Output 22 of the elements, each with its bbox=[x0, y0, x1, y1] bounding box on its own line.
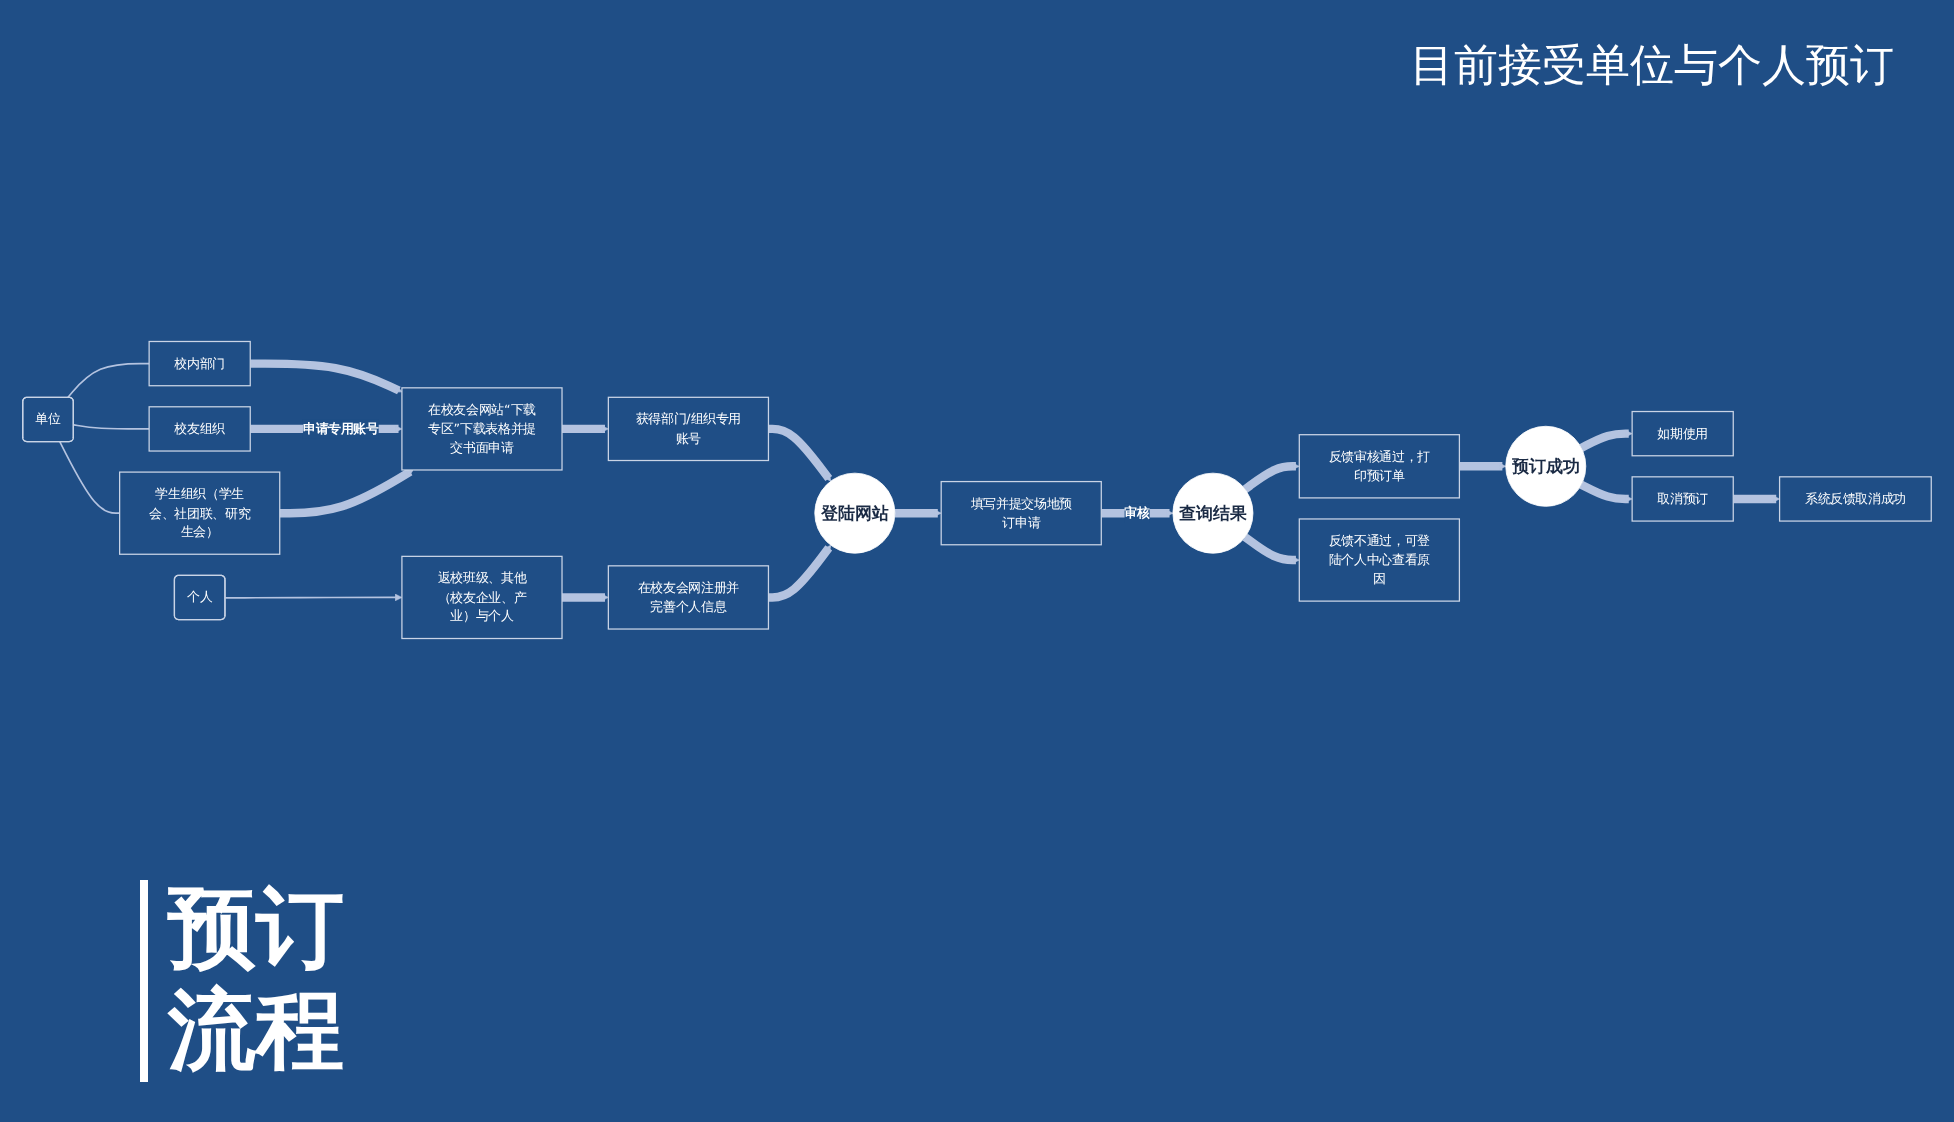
arrow bbox=[250, 359, 403, 395]
arrow bbox=[561, 424, 609, 434]
arrow bbox=[224, 593, 403, 602]
connector bbox=[59, 441, 121, 514]
arrow bbox=[1242, 533, 1300, 565]
arrow bbox=[768, 544, 833, 602]
node-circle: 登陆网站 bbox=[814, 472, 896, 554]
arrow bbox=[1579, 480, 1633, 504]
arrow bbox=[1579, 429, 1633, 452]
arrow bbox=[279, 468, 414, 518]
arrow bbox=[894, 508, 942, 518]
title: 预订流程 bbox=[140, 880, 368, 1083]
connector bbox=[66, 362, 150, 399]
arrow bbox=[1732, 494, 1780, 504]
node-circle: 查询结果 bbox=[1172, 472, 1254, 554]
arrow bbox=[768, 424, 833, 482]
arrow bbox=[561, 593, 609, 602]
arrow bbox=[1459, 462, 1507, 471]
arrow bbox=[1242, 462, 1300, 493]
connector bbox=[72, 423, 150, 430]
node-circle: 预订成功 bbox=[1505, 425, 1587, 507]
note-text: 目前接受单位与个人预订 bbox=[1410, 40, 1894, 96]
